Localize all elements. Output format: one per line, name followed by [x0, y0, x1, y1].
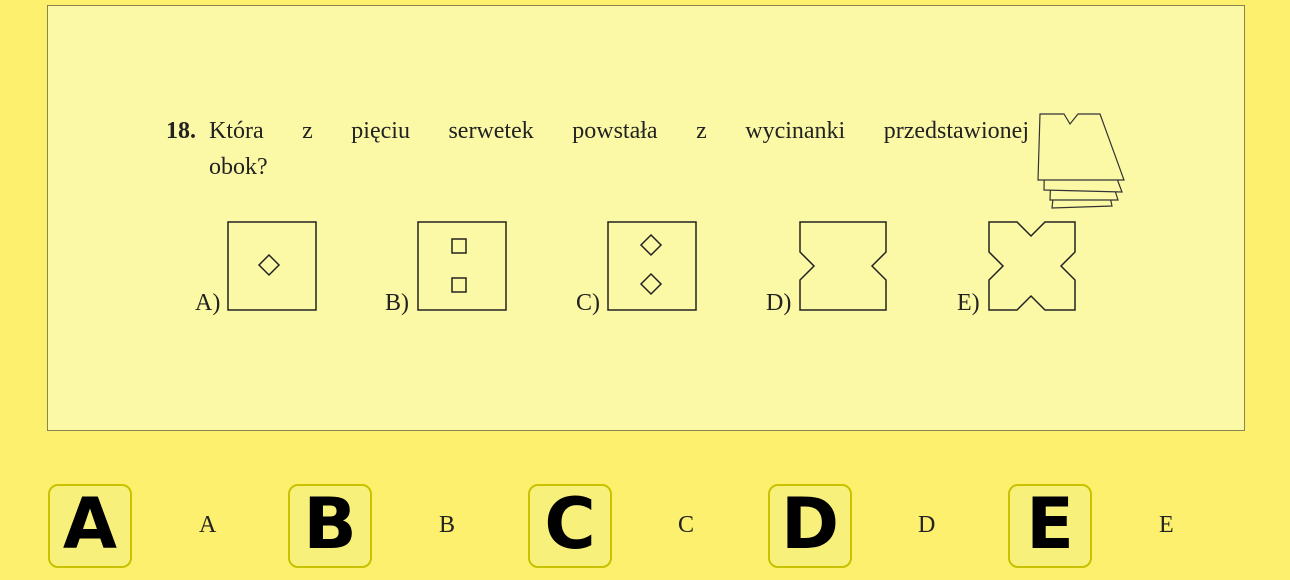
- question-panel: [47, 5, 1245, 431]
- answer-c-button[interactable]: C: [528, 484, 612, 568]
- option-c-napkin: [607, 221, 697, 311]
- folded-cutout-figure: [1037, 113, 1125, 209]
- answer-b-button[interactable]: B: [288, 484, 372, 568]
- answer-c-text: C: [678, 512, 695, 538]
- option-e-napkin: [988, 221, 1076, 311]
- answer-a-button[interactable]: A: [48, 484, 132, 568]
- answer-e-button[interactable]: E: [1008, 484, 1092, 568]
- option-a-napkin: [227, 221, 317, 311]
- option-e-label: E): [957, 290, 980, 316]
- question-text-line1: Która z pięciu serwetek powstała z wycin…: [209, 118, 1029, 144]
- option-b-napkin: [417, 221, 507, 311]
- option-a-label: A): [195, 290, 221, 316]
- option-c-label: C): [576, 290, 600, 316]
- question-text-line2: obok?: [209, 154, 268, 180]
- option-b-label: B): [385, 290, 409, 316]
- answer-d-text: D: [918, 512, 936, 538]
- option-d-napkin: [799, 221, 887, 311]
- option-d-label: D): [766, 290, 792, 316]
- answer-a-text: A: [199, 512, 217, 538]
- question-number: 18.: [166, 118, 196, 144]
- answer-d-button[interactable]: D: [768, 484, 852, 568]
- answer-b-text: B: [439, 512, 456, 538]
- answer-e-text: E: [1159, 512, 1174, 538]
